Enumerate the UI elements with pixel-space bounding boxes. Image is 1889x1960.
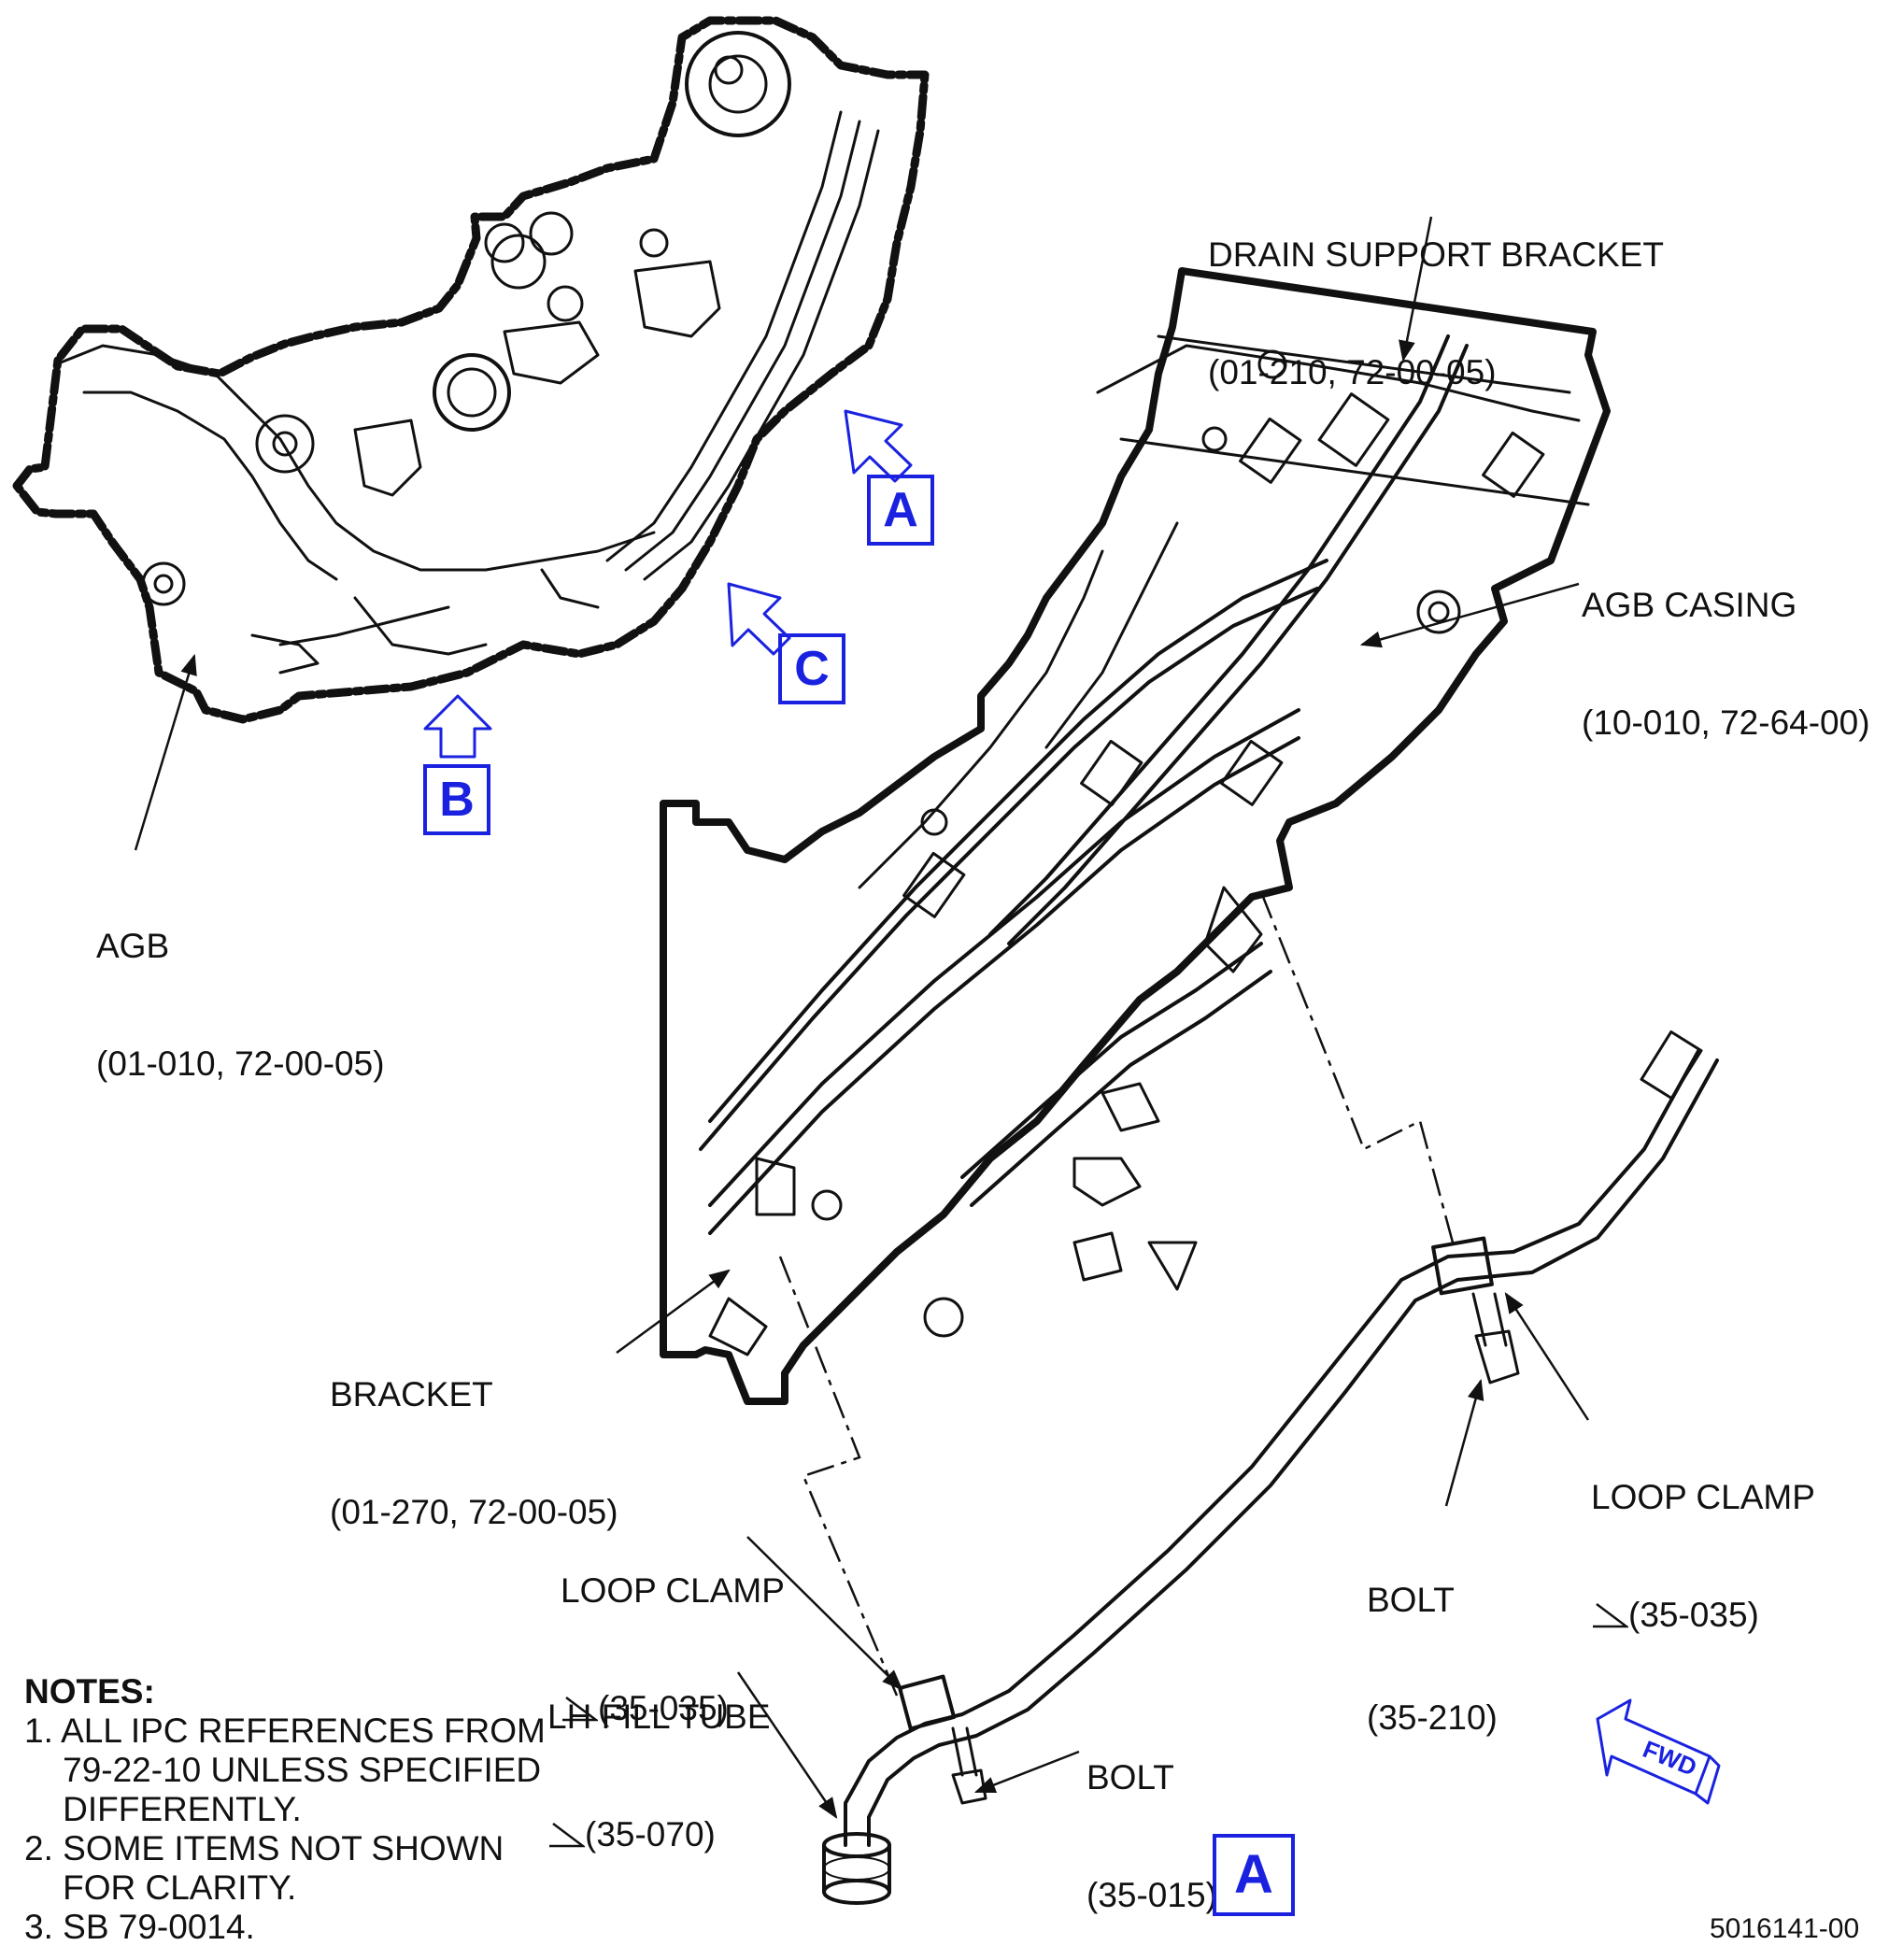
notes-title: NOTES:: [24, 1672, 155, 1711]
callout-ref: (01-270, 72-00-05): [330, 1493, 618, 1531]
lh-fill-tube-drawing: [822, 1030, 1719, 1905]
callout-ref: (01-210, 72-00-05): [1208, 353, 1497, 391]
view-arrow-a: [844, 409, 913, 483]
callout-name: BRACKET: [330, 1375, 493, 1413]
detail-a-view: [660, 267, 1611, 1405]
note-line: 3. SB 79-0014.: [24, 1908, 255, 1946]
callout-ref: (35-035): [1628, 1596, 1759, 1634]
callout-name: AGB: [96, 927, 170, 965]
callout-bracket: BRACKET (01-270, 72-00-05): [330, 1297, 618, 1571]
callout-name: BOLT: [1087, 1758, 1174, 1797]
callout-ref: (10-010, 72-64-00): [1582, 703, 1870, 742]
note-line: 2. SOME ITEMS NOT SHOWN: [24, 1829, 504, 1868]
view-arrow-b: [423, 694, 492, 759]
sb-effectivity-icon: [1593, 1603, 1628, 1628]
callout-name: LOOP CLAMP: [561, 1571, 785, 1610]
note-line: FOR CLARITY.: [24, 1868, 297, 1907]
figure-number: 5016141-00: [1710, 1913, 1860, 1944]
sb-effectivity-icon: [562, 1697, 598, 1722]
callout-ref: (01-010, 72-00-05): [96, 1044, 385, 1083]
callout-ref: (35-035): [598, 1689, 729, 1727]
callout-ref: (35-070): [585, 1815, 716, 1853]
callout-agb-casing: AGB CASING (10-010, 72-64-00): [1582, 507, 1870, 782]
callout-name: LOOP CLAMP: [1591, 1478, 1815, 1516]
callout-ref: (35-015): [1087, 1876, 1217, 1914]
view-label-c: C: [778, 633, 845, 704]
note-line: 79-22-10 UNLESS SPECIFIED: [24, 1751, 542, 1789]
detail-label-a: A: [1213, 1834, 1295, 1916]
callout-ref: (35-210): [1367, 1698, 1498, 1737]
note-line: DIFFERENTLY.: [24, 1790, 302, 1828]
callout-agb: AGB (01-010, 72-00-05): [96, 848, 385, 1123]
view-label-a: A: [867, 475, 934, 546]
view-label-b: B: [423, 764, 490, 835]
callout-loop-clamp-left: LOOP CLAMP (35-035): [561, 1493, 785, 1768]
view-arrows: [423, 409, 913, 759]
callout-drain-support-bracket: DRAIN SUPPORT BRACKET (01-210, 72-00-05): [1208, 157, 1664, 432]
sb-effectivity-icon: [549, 1823, 585, 1848]
note-line: 1. ALL IPC REFERENCES FROM: [24, 1711, 546, 1750]
callout-name: AGB CASING: [1582, 586, 1797, 624]
callout-bolt-right: BOLT (35-210): [1367, 1502, 1498, 1777]
detail-a-outline: [660, 267, 1611, 1405]
notes-block: NOTES: 1. ALL IPC REFERENCES FROM 79-22-…: [24, 1672, 546, 1947]
callout-bolt-left: BOLT (35-015): [1087, 1680, 1217, 1954]
callout-name: LH FILL TUBE: [547, 1697, 771, 1736]
callout-loop-clamp-right: LOOP CLAMP (35-035): [1591, 1399, 1815, 1674]
fwd-arrow: [1596, 1698, 1721, 1805]
fwd-label: FWD: [1639, 1735, 1700, 1782]
callout-lh-fill-tube: LH FILL TUBE (35-070): [547, 1619, 771, 1894]
agb-overview: [12, 16, 930, 724]
agb-overview-outline: [12, 16, 930, 724]
callout-name: DRAIN SUPPORT BRACKET: [1208, 235, 1664, 274]
callout-name: BOLT: [1367, 1581, 1455, 1619]
